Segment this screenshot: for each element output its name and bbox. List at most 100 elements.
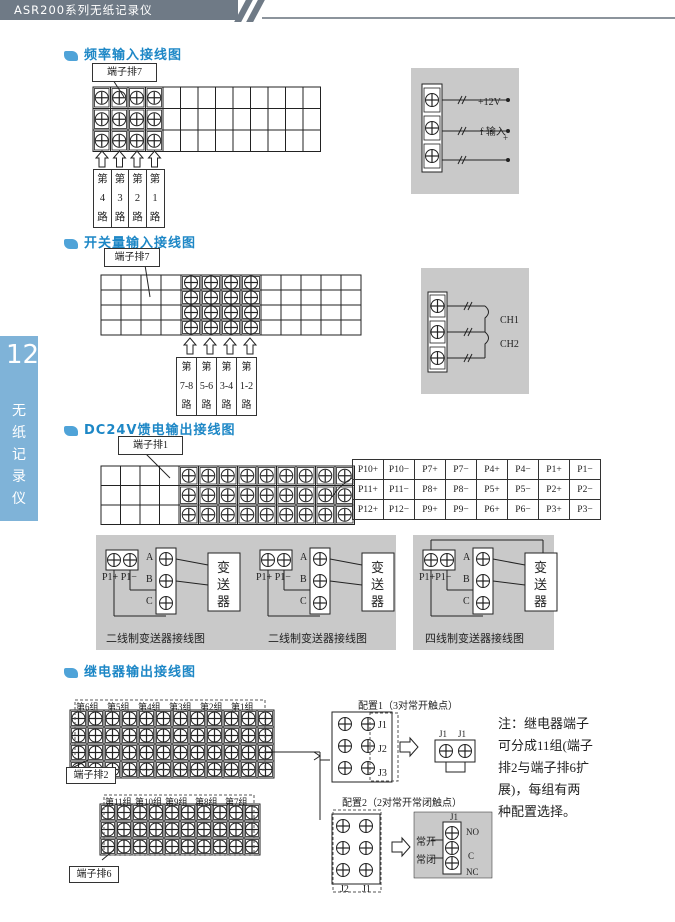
- terminal-screw: [438, 743, 454, 759]
- terminal-screw: [180, 822, 196, 837]
- path-text: 1-2: [239, 381, 254, 392]
- path-text: 第: [97, 174, 108, 185]
- terminal-screw: [335, 862, 351, 878]
- relay-block-6-label: 端子排6: [69, 866, 119, 883]
- terminal-screw: [358, 818, 374, 834]
- terminal-screw: [276, 552, 292, 568]
- relay-group-label: 第3组: [169, 702, 192, 712]
- four-wire-transmitter-box: [524, 552, 558, 612]
- transmitter-text: 变: [534, 560, 548, 575]
- terminal-screw: [112, 112, 127, 127]
- contact-open-label: 常开: [416, 837, 436, 848]
- path-text: 路: [201, 400, 212, 411]
- terminal-screw: [241, 745, 256, 760]
- relay-group-box-bottom: [103, 794, 255, 856]
- contact-closed-label: 常闭: [416, 855, 436, 866]
- transmitter-text: 器: [217, 594, 231, 609]
- tx-wire: [175, 580, 209, 586]
- section-freq-heading: 频率输入接线图: [64, 44, 182, 63]
- two-wire-2-transmitter-box: [361, 552, 395, 612]
- terminal-screw: [360, 760, 376, 776]
- transmitter-p-label: P1+ P1−: [256, 572, 291, 583]
- wire-break-mark: [463, 353, 469, 363]
- section-dc24-heading: DC24V馈电输出接线图: [64, 419, 235, 438]
- path-text: 2: [134, 193, 141, 204]
- table-cell: P1−: [569, 459, 601, 480]
- terminal-screw: [241, 711, 256, 726]
- relay-group-label: 第11组: [105, 797, 132, 807]
- relay-group-label: 第7组: [225, 797, 248, 807]
- contact-nc-label: NC: [466, 867, 479, 877]
- section-switch-heading: 开关量输入接线图: [64, 232, 196, 251]
- table-cell: P6−: [507, 499, 539, 520]
- terminal-screw: [258, 711, 273, 726]
- wire-break-mark: [467, 327, 473, 337]
- header-title: ASR200系列无纸记录仪: [14, 3, 153, 17]
- terminal-screw: [223, 290, 239, 305]
- terminal-screw: [430, 324, 445, 340]
- terminal-screw: [279, 507, 294, 522]
- terminal-screw: [424, 120, 440, 136]
- tx-wire: [175, 558, 209, 566]
- terminal-screw: [212, 822, 228, 837]
- transmitter-abc-label: A: [463, 552, 471, 563]
- terminal-screw: [183, 320, 199, 335]
- config2-j-label: J1: [362, 884, 371, 895]
- terminal-screw: [71, 728, 86, 743]
- terminal-screw: [156, 745, 171, 760]
- path-text: 1: [152, 193, 158, 204]
- wire-break-mark: [461, 95, 467, 105]
- terminal-screw: [116, 839, 132, 854]
- terminal-screw: [173, 711, 188, 726]
- terminal-screw: [201, 468, 216, 483]
- wire-break-mark: [461, 126, 467, 136]
- relay-group-box-top: [74, 699, 266, 771]
- terminal-screw: [122, 711, 137, 726]
- terminal-screw: [147, 133, 162, 148]
- terminal-screw: [100, 822, 116, 837]
- wire-break-mark: [467, 353, 473, 363]
- terminal-screw: [423, 552, 439, 568]
- terminal-screw: [228, 839, 244, 854]
- terminal-screw: [203, 290, 219, 305]
- terminal-screw: [430, 298, 445, 314]
- relay-note: 注：继电器端子可分成11组(端子排2与端子排6扩展)，每组有两种配置选择。: [498, 716, 593, 819]
- relay-group-label: 第10组: [135, 797, 163, 807]
- terminal-screw: [181, 468, 196, 483]
- table-row: P12+P12−P9+P9−P6+P6−P3+P3−: [352, 499, 601, 520]
- transmitter-abc-label: C: [146, 596, 153, 607]
- terminal-screw: [196, 822, 212, 837]
- table-cell: P6+: [476, 499, 508, 520]
- terminal-screw: [335, 840, 351, 856]
- terminal-screw: [122, 745, 137, 760]
- transmitter-abc-label: C: [463, 596, 470, 607]
- terminal-screw: [129, 112, 144, 127]
- path-text: 路: [221, 400, 232, 411]
- terminal-screw: [312, 573, 328, 589]
- terminal-screw: [207, 728, 222, 743]
- config1-j-label: J2: [378, 744, 387, 755]
- path-text: 第: [201, 362, 212, 373]
- path-text: 第: [114, 174, 126, 185]
- terminal-screw: [112, 90, 127, 105]
- table-cell: P10+: [352, 459, 384, 480]
- freq-block-label: 端子排7: [92, 63, 157, 82]
- terminal-screw: [148, 839, 164, 854]
- transmitter-p-label: P1+ P1−: [102, 572, 137, 583]
- freq-input-arrow-icon: [112, 150, 127, 168]
- terminal-screw: [190, 711, 205, 726]
- terminal-screw: [201, 507, 216, 522]
- terminal-screw: [337, 507, 352, 522]
- terminal-screw: [164, 839, 180, 854]
- dc24-block-pointer: [144, 452, 171, 479]
- wire-break-mark: [463, 301, 469, 311]
- terminal-screw: [183, 305, 199, 320]
- switch-input-arrow-icon: [182, 337, 198, 355]
- transmitter-text: 变: [217, 560, 231, 575]
- transmitter-abc-label: A: [300, 552, 308, 563]
- terminal-screw: [132, 839, 148, 854]
- path-text: 第: [149, 174, 161, 185]
